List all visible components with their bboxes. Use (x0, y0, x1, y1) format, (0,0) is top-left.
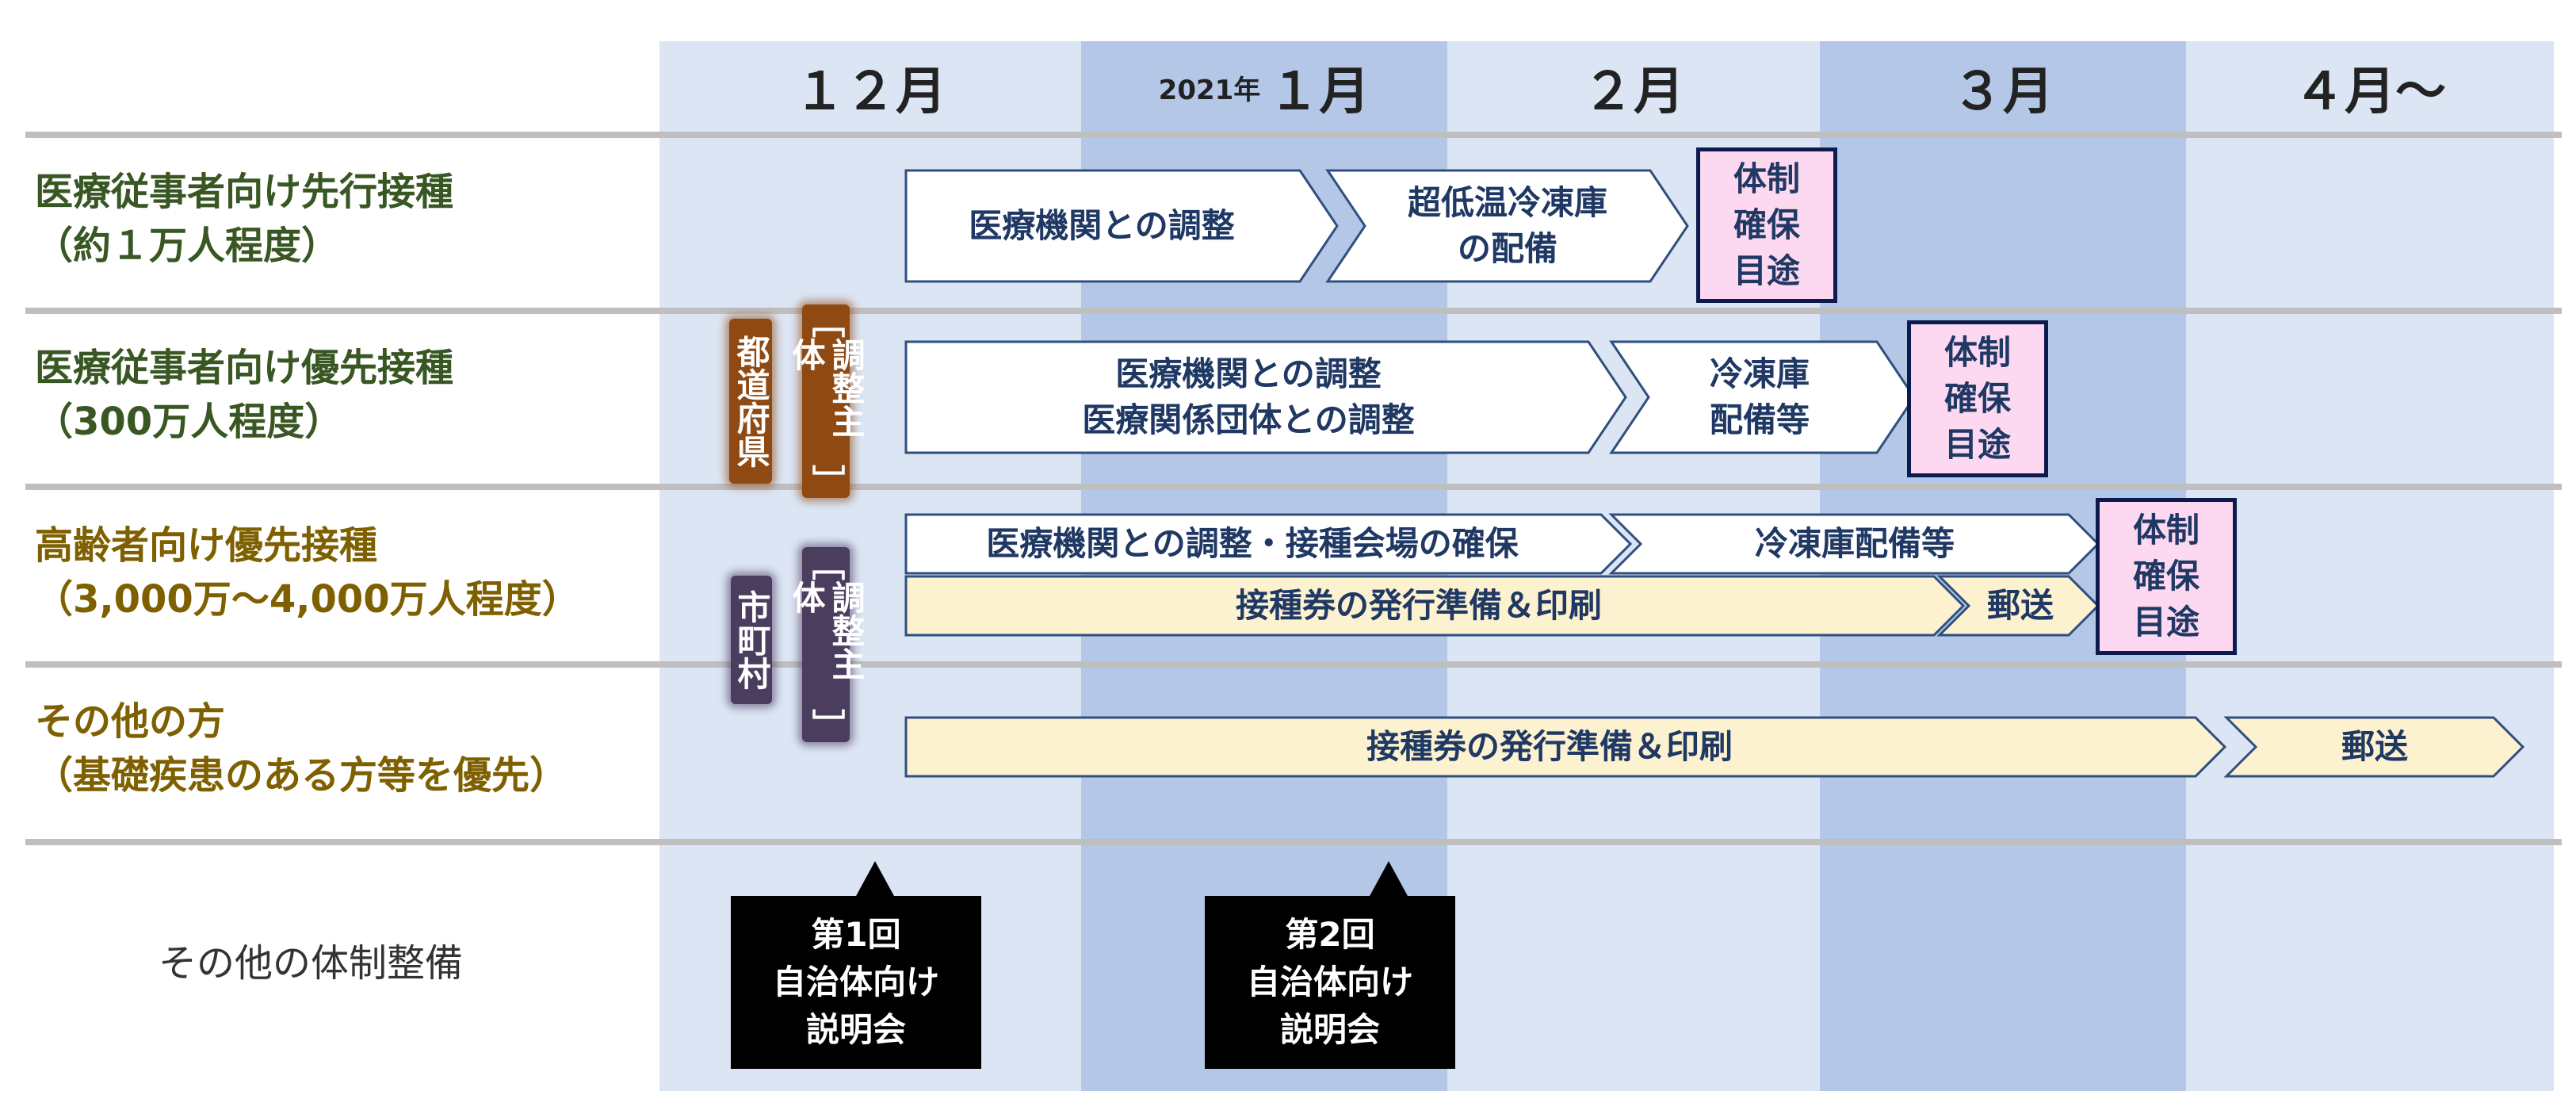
arrow-r4-ticket-printing (904, 716, 2227, 778)
arrow-label: 冷凍庫配備等 (1754, 524, 1955, 563)
year-prefix: 2021年 (1158, 74, 1261, 106)
other-systems-label: その他の体制整備 (159, 941, 464, 986)
row-label-others: その他の方 （基礎疾患のある方等を優先） (35, 695, 568, 802)
arrow-label: 接種券の発行準備＆印刷 (1235, 586, 1602, 625)
arrow-r1-medical-coordination (904, 169, 1339, 283)
arrow-r2-freezer (1609, 340, 1916, 454)
arrow-label: 郵送 (2341, 727, 2408, 766)
row-subtitle: （3,000万～4,000万人程度） (35, 577, 580, 622)
row-divider (25, 132, 2562, 138)
briefing-callout-1: 第1回自治体向け説明会 (731, 896, 981, 1069)
arrow-label: 医療機関との調整医療関係団体との調整 (1082, 354, 1415, 439)
row-divider (25, 661, 2562, 668)
callout-pointer (1370, 861, 1408, 896)
arrow-label: 冷凍庫配備等 (1709, 354, 1810, 439)
row-title: その他の方 (35, 699, 226, 744)
arrow-r3-ticket-printing (904, 575, 1966, 637)
arrow-label: 医療機関との調整・接種会場の確保 (986, 524, 1519, 563)
callout-pointer (856, 861, 894, 896)
row-subtitle: （300万人程度） (35, 400, 343, 444)
tag-municipality: 市町村 (731, 576, 772, 704)
row-label-elderly: 高齢者向け優先接種 （3,000万～4,000万人程度） (35, 519, 580, 626)
row-divider (25, 484, 2562, 490)
bracket-close: ］ (807, 709, 846, 742)
arrow-r2-medical-coordination (904, 340, 1627, 454)
bracket-close: ］ (807, 465, 846, 498)
tag-coordinator-text: 調整主体 (787, 338, 866, 438)
arrow-r1-freezer (1325, 169, 1689, 283)
arrow-label: 接種券の発行準備＆印刷 (1366, 727, 1733, 766)
row-label-priority-medical: 医療従事者向け優先接種 （300万人程度） (35, 341, 453, 449)
row-subtitle: （約１万人程度） (35, 224, 340, 268)
column-april (2186, 41, 2554, 1091)
row-divider (25, 308, 2562, 314)
bracket-open: ［ (807, 547, 846, 580)
tag-coordinator-text: 調整主体 (787, 580, 866, 680)
system-ready-box: 体制確保目途 (1696, 147, 1837, 303)
row-label-advance-medical: 医療従事者向け先行接種 （約１万人程度） (35, 165, 453, 273)
arrow-r3-venue (904, 513, 1633, 575)
system-ready-box: 体制確保目途 (2096, 498, 2237, 655)
arrow-label: 医療機関との調整 (969, 206, 1235, 245)
arrow-label: 超低温冷凍庫の配備 (1407, 183, 1607, 268)
briefing-callout-2: 第2回自治体向け説明会 (1205, 896, 1455, 1069)
arrow-r3-freezer (1608, 513, 2100, 575)
arrow-r4-mailing (2223, 716, 2525, 778)
arrow-label: 郵送 (1986, 586, 2054, 625)
month-header-april: ４月～ (2294, 63, 2446, 121)
row-title: 高齢者向け優先接種 (35, 523, 378, 568)
month-header-december: １２月 (794, 63, 946, 121)
month-header-march: ３月 (1952, 63, 2054, 121)
arrow-r3-mailing (1936, 575, 2100, 637)
row-divider (25, 839, 2562, 845)
row-title: 医療従事者向け優先接種 (35, 346, 454, 390)
row-subtitle: （基礎疾患のある方等を優先） (35, 753, 568, 798)
tag-prefecture: 都道府県 (729, 319, 772, 484)
system-ready-box: 体制確保目途 (1907, 320, 2048, 477)
month-header-february: ２月 (1583, 63, 1684, 121)
tag-coordinator-prefecture: ［調整主体 ］ (787, 304, 866, 498)
row-title: 医療従事者向け先行接種 (35, 170, 454, 214)
tag-coordinator-municipality: ［調整主体 ］ (787, 547, 866, 742)
bracket-open: ［ (807, 304, 846, 338)
